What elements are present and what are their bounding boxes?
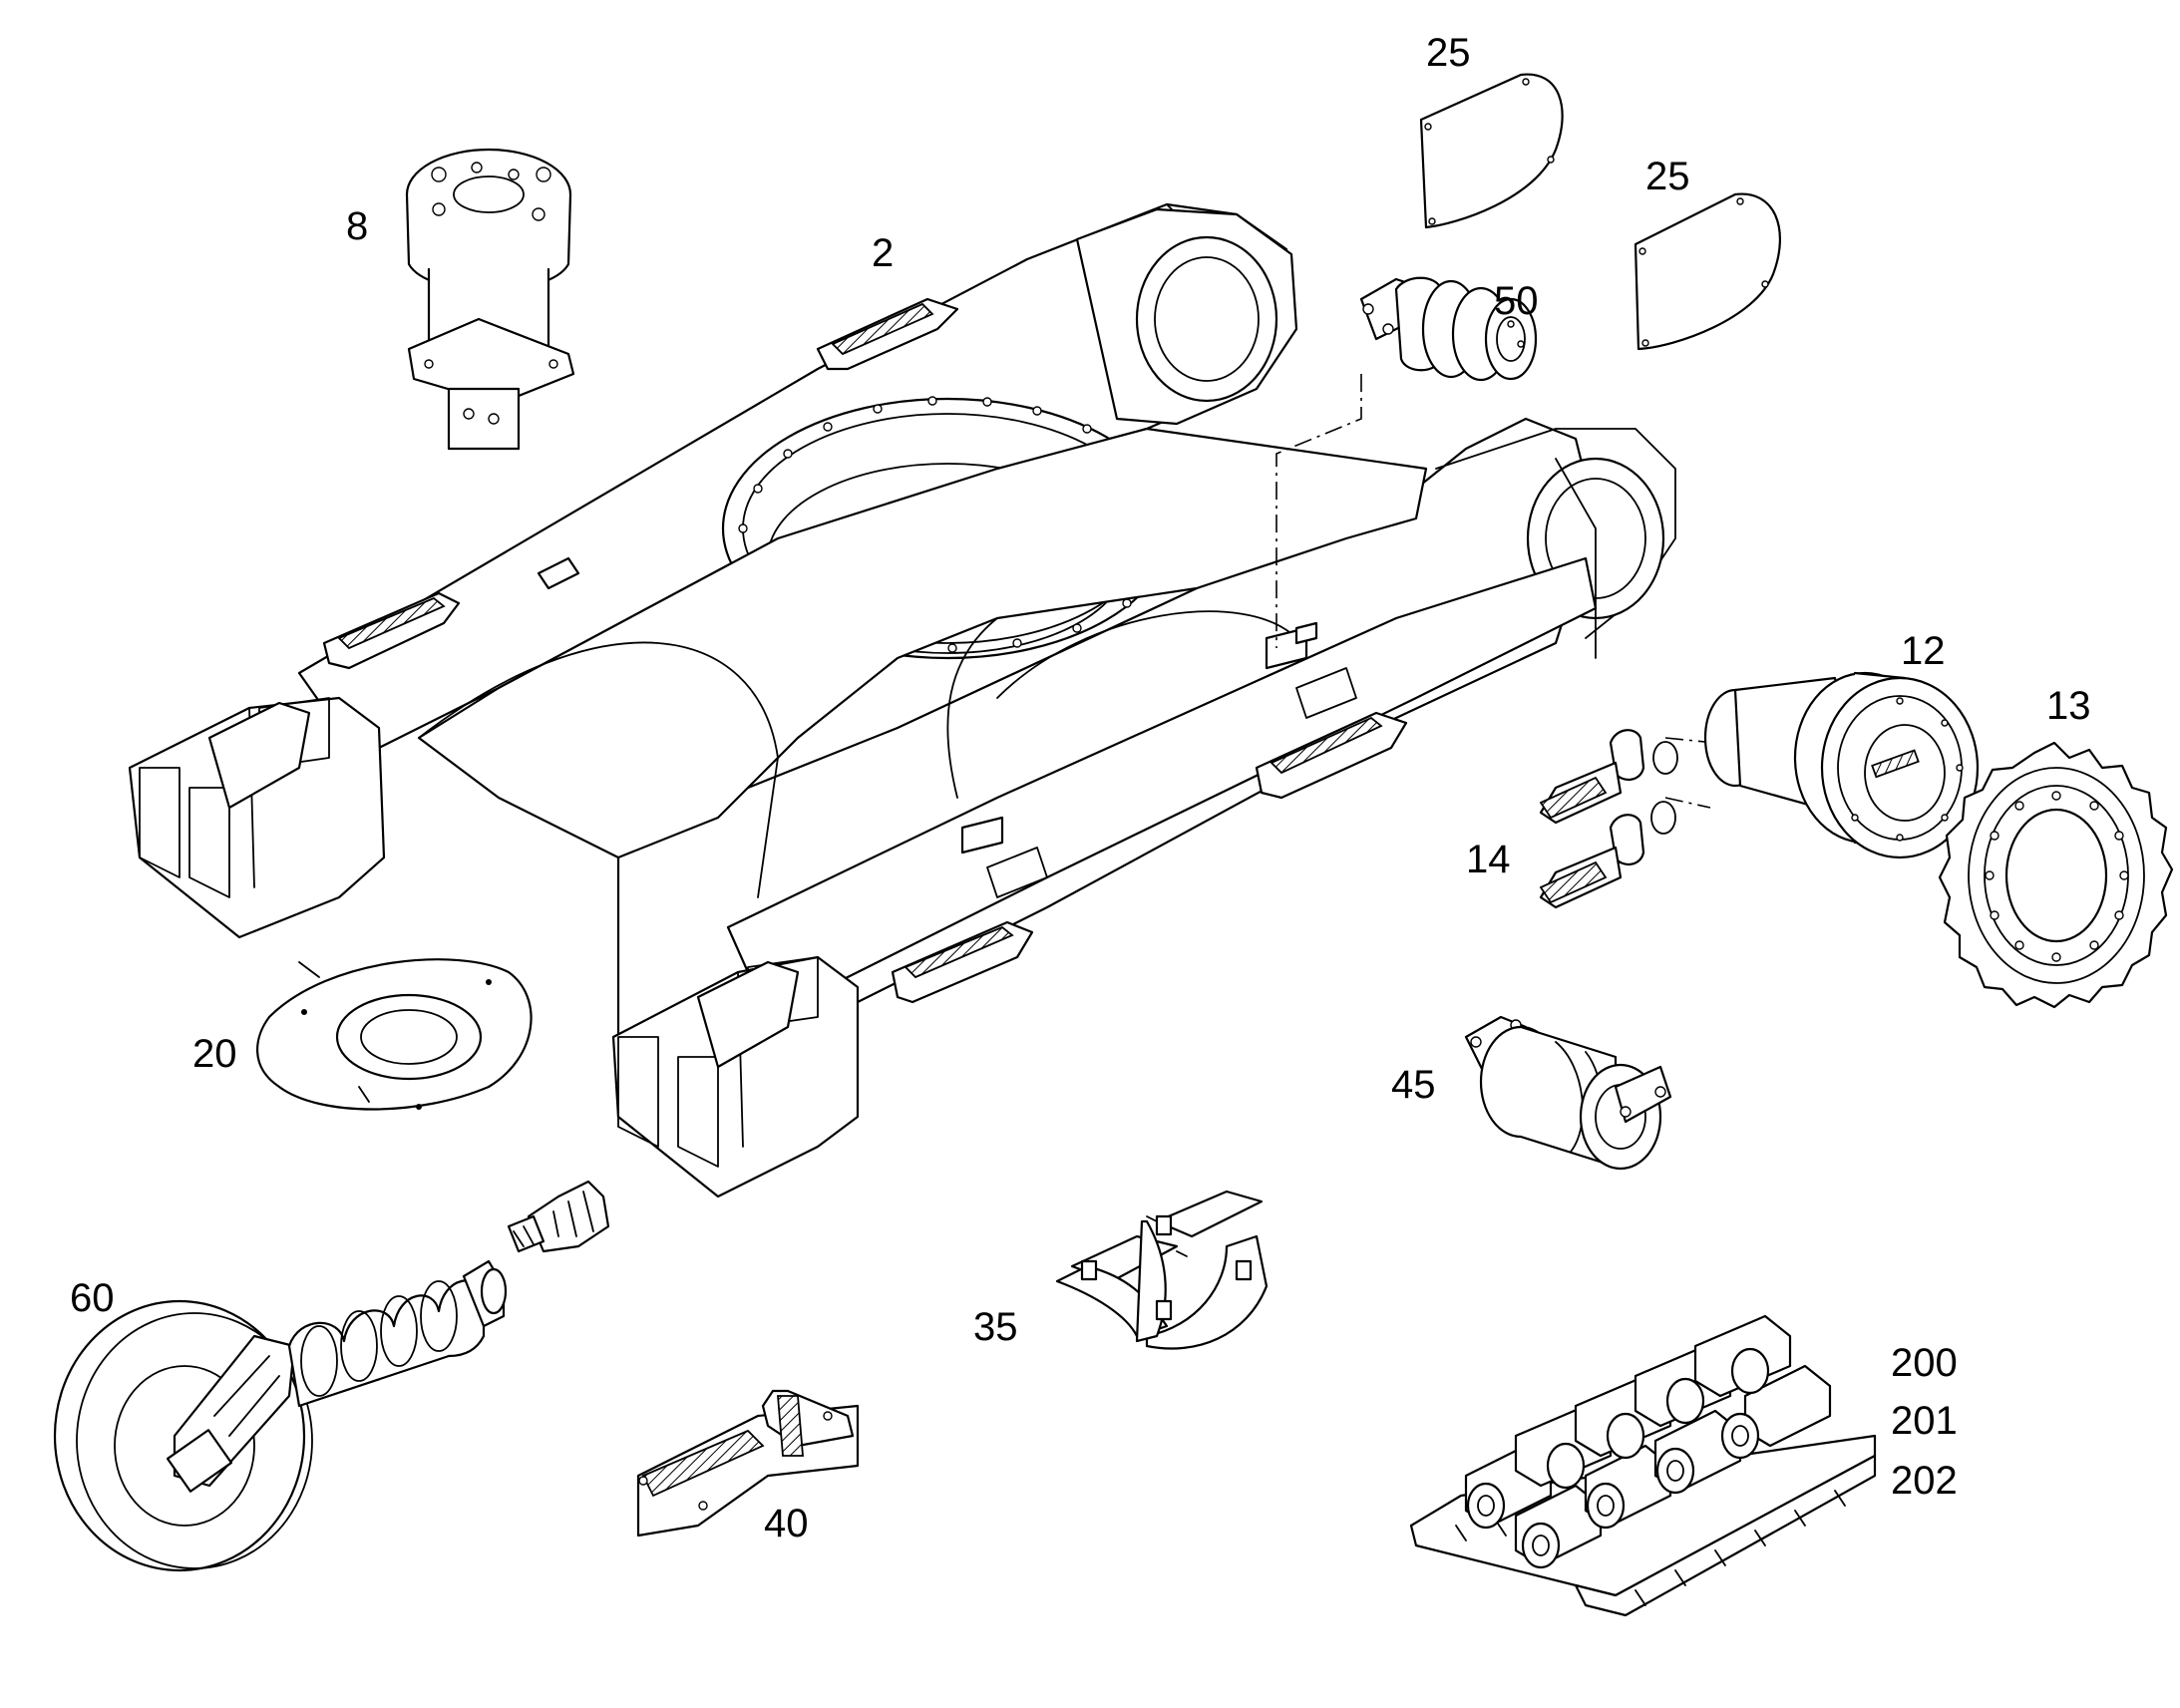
carrier-roller [1359, 276, 1538, 382]
callout-201: 201 [1891, 1399, 1958, 1443]
callout-45: 45 [1391, 1063, 1436, 1107]
track-guard [1055, 1190, 1269, 1350]
cover-disc [256, 958, 533, 1111]
swivel-joint [405, 148, 575, 451]
callout-25-lower: 25 [1645, 155, 1690, 198]
callout-14: 14 [1466, 838, 1511, 881]
callout-40: 40 [764, 1502, 809, 1545]
pin-lower [1539, 801, 1676, 909]
callout-12: 12 [1901, 629, 1946, 673]
callout-13: 13 [2046, 684, 2091, 728]
callout-35: 35 [973, 1305, 1018, 1349]
travel-motor [1703, 671, 1980, 859]
alignment-line [1275, 374, 1362, 648]
undercarriage-frame [128, 202, 1676, 1198]
callout-200: 200 [1891, 1341, 1958, 1385]
pin-upper [1539, 729, 1678, 825]
idler-and-tensioner [53, 1259, 508, 1572]
callout-60: 60 [70, 1276, 115, 1320]
callout-20: 20 [192, 1032, 237, 1076]
callout-202: 202 [1891, 1459, 1958, 1503]
callout-25-upper: 25 [1426, 31, 1471, 75]
track-chain [1409, 1314, 1877, 1617]
callout-8: 8 [346, 204, 369, 248]
cover-plate-a [1419, 73, 1564, 229]
grease-fitting [507, 1180, 610, 1253]
callout-50: 50 [1494, 279, 1539, 323]
cover-plate-b [1634, 192, 1781, 351]
callout-2: 2 [872, 231, 895, 275]
track-roller [1464, 1015, 1672, 1171]
drive-sprocket [1938, 741, 2174, 1009]
step-bracket [636, 1389, 860, 1537]
